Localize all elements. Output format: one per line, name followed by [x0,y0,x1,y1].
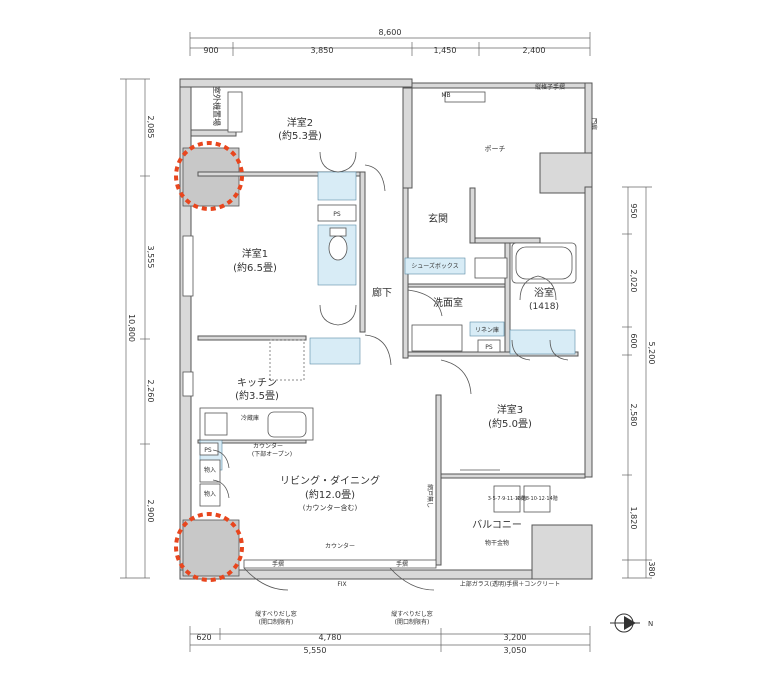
dim-bottom-total-2: 3,050 [504,646,527,655]
room-corridor: 廊下 [372,286,392,299]
dim-left-seg-2: 3,555 [146,246,155,269]
label-closet-2: 物入 [204,490,216,498]
label-linen: リネン庫 [475,326,499,334]
label-glass-rail: 上部ガラス(透明)手摺＋コンクリート [460,580,561,588]
room-western3-name: 洋室3 [497,403,523,416]
label-counter-kitchen-sub: (下部オープン) [252,450,292,458]
room-western2-size: (約5.3畳) [278,129,322,142]
room-ac-space: 室外機置場 [212,86,222,126]
doors [212,151,569,591]
dim-right-seg-4: 2,580 [629,404,638,427]
label-ps-1: PS [333,211,341,218]
room-western2-name: 洋室2 [287,116,313,129]
label-screen: 網戸無し [426,484,434,508]
room-living-note: (カウンター含む) [303,503,358,512]
label-fix: FIX [337,581,346,588]
label-counter-living: カウンター [325,542,355,550]
room-washroom: 洗面室 [433,296,463,309]
label-handrail-1: 手摺 [272,560,284,568]
dim-right-seg-3: 600 [629,333,638,348]
label-ps-3: PS [485,344,493,351]
room-bathroom-name: 浴室 [534,286,554,299]
room-balcony: バルコニー [472,519,522,531]
dim-top-seg-3: 1,450 [434,46,457,55]
label-lattice-rail: 縦格子手摺 [535,83,565,91]
dim-right-seg-2: 2,020 [629,270,638,293]
dim-right-seg-1: 950 [629,203,638,218]
small-labels: PS PS PS MB シューズボックス リネン庫 カウンター (下部オープン)… [204,83,598,626]
dimension-labels: 8,600 900 3,850 1,450 2,400 620 4,780 3,… [127,28,656,655]
label-stand-a: 3·5·7·9·11·13階 [488,495,526,502]
room-living-size: (約12.0畳) [305,488,355,501]
room-western1-size: (約6.5畳) [233,261,277,274]
label-rail-hardware: 物干金物 [485,539,509,547]
dim-bottom-total-1: 5,550 [304,646,327,655]
label-gate: 門扉 [590,118,598,130]
label-fridge: 冷蔵庫 [241,414,259,422]
room-kitchen-name: キッチン [237,377,277,389]
dim-right-total: 5,200 [647,342,656,365]
room-western1-name: 洋室1 [242,247,268,260]
label-window-note-2: (開口制限有) [395,618,430,626]
label-stand-b: 4·6·8·10·12·14階 [516,495,558,502]
dim-left-seg-3: 2,260 [146,380,155,403]
dim-top-total: 8,600 [379,28,402,37]
fixtures [182,91,577,569]
compass-label: N [648,620,653,628]
label-ps-2: PS [204,447,212,454]
dim-bottom-seg-1: 620 [196,633,211,642]
label-window-1: 縦すべりだし窓 [255,610,297,618]
label-shoebox: シューズボックス [411,262,459,270]
room-kitchen-size: (約3.5畳) [235,389,279,402]
room-living-name: リビング・ダイニング [280,474,380,487]
dim-left-total: 10,800 [127,314,136,342]
dim-bottom-seg-2: 4,780 [319,633,342,642]
room-entrance: 玄関 [428,212,448,225]
dim-right-seg-5: 1,820 [629,507,638,530]
label-window-2: 縦すべりだし窓 [391,610,433,618]
dim-left-seg-1: 2,085 [146,116,155,139]
label-counter-kitchen: カウンター [253,442,283,450]
room-western3-size: (約5.0畳) [488,417,532,430]
dim-bottom-seg-3: 3,200 [504,633,527,642]
dim-left-seg-4: 2,900 [146,500,155,523]
compass-icon: N [610,613,653,633]
room-labels: 洋室2 (約5.3畳) 洋室1 (約6.5畳) 洋室3 (約5.0畳) キッチン… [212,86,559,531]
room-porch: ポーチ [485,145,506,153]
dim-right-seg-6: 380 [647,561,656,576]
room-bathroom-size: (1418) [529,302,559,312]
label-window-note-1: (開口制限有) [259,618,294,626]
label-closet-1: 物入 [204,466,216,474]
highlight-column-bottom [174,512,244,582]
dim-top-seg-1: 900 [203,46,218,55]
dim-top-seg-2: 3,850 [311,46,334,55]
highlight-column-top [174,141,244,211]
dim-top-seg-4: 2,400 [523,46,546,55]
label-mb: MB [441,92,450,99]
label-handrail-2: 手摺 [396,560,408,568]
dimension-lines [120,32,652,652]
